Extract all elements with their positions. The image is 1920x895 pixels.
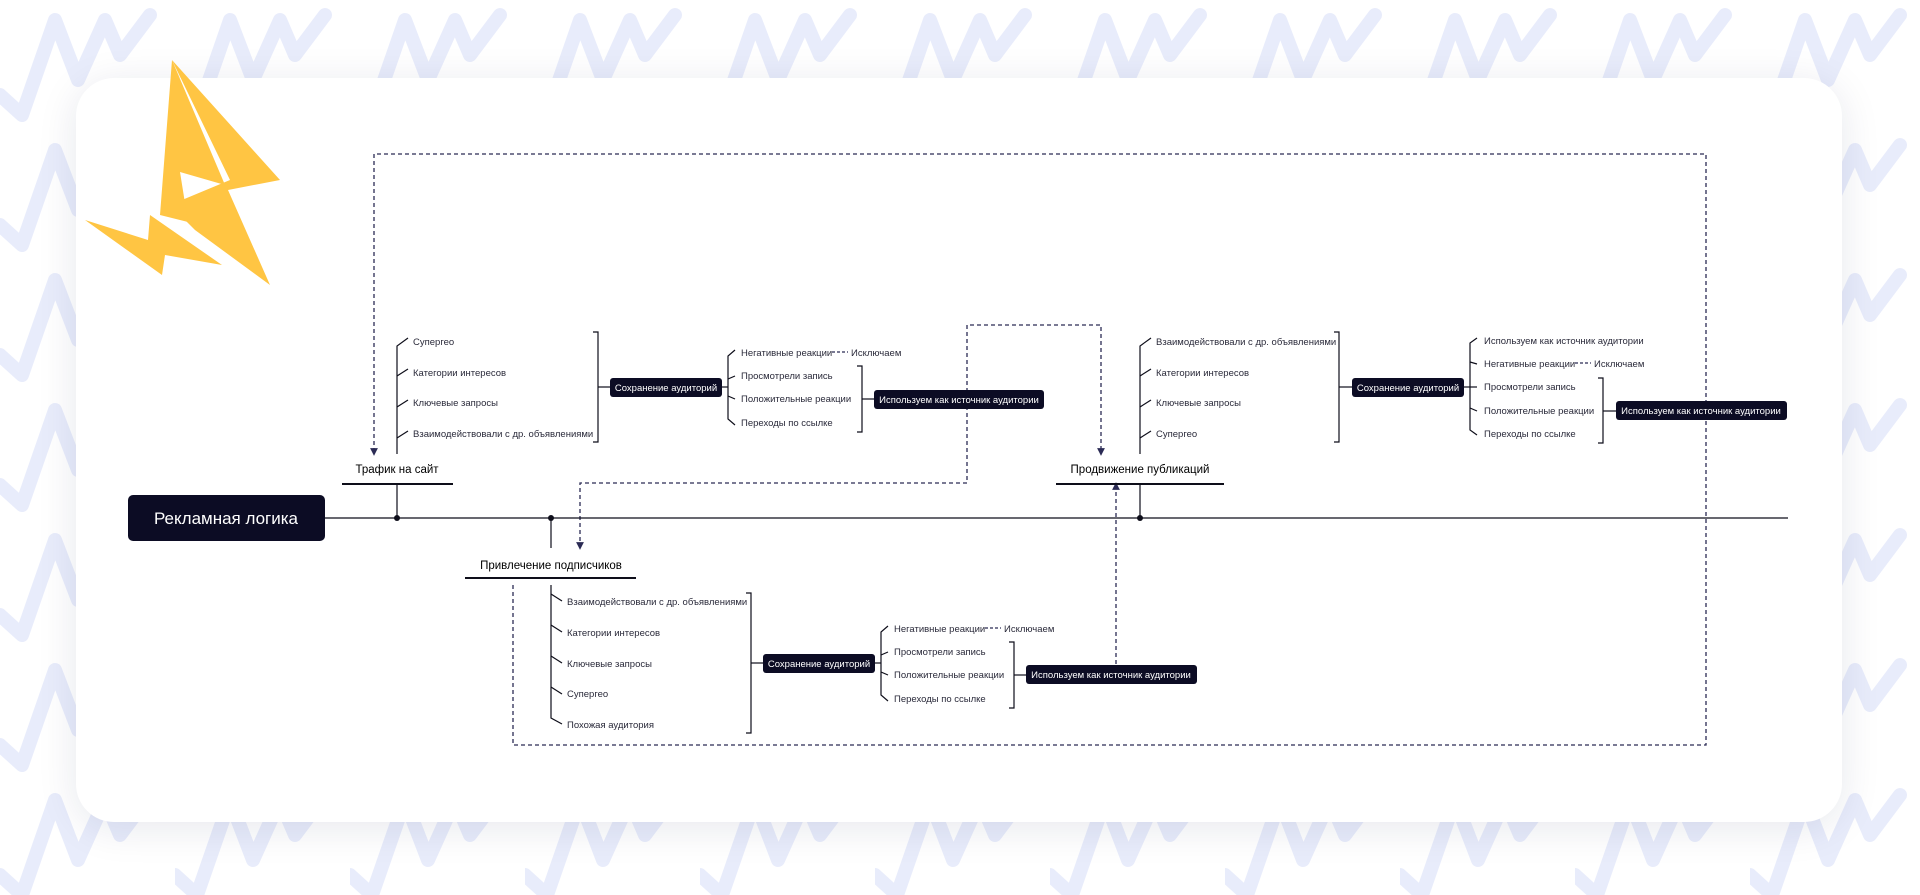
traffic-save-label: Сохранение аудиторий [615, 383, 717, 394]
branch-subscribers: Привлечение подписчиков Взаимодействовал… [465, 518, 1197, 734]
subscribers-save-label: Сохранение аудиторий [768, 659, 870, 670]
promotion-save-node[interactable] [1352, 378, 1464, 397]
traffic-item: Ключевые запросы [413, 398, 498, 409]
promotion-source-label: Используем как источник аудитории [1621, 406, 1781, 417]
promotion-source-node[interactable] [1616, 401, 1787, 420]
promotion-reaction: Переходы по ссылке [1484, 429, 1576, 440]
traffic-item: Супергео [413, 337, 454, 348]
subscribers-source-node[interactable] [1026, 665, 1197, 684]
promotion-reaction: Используем как источник аудитории [1484, 336, 1644, 347]
traffic-reaction: Положительные реакции [741, 394, 851, 405]
traffic-source-node[interactable] [874, 390, 1044, 409]
traffic-reaction: Переходы по ссылке [741, 418, 833, 429]
subscribers-item: Взаимодействовали с др. объявлениями [567, 597, 747, 608]
traffic-title[interactable]: Трафик на сайт [355, 464, 439, 476]
root-label: Рекламная логика [154, 509, 299, 528]
traffic-reaction: Просмотрели запись [741, 371, 833, 382]
traffic-reaction: Негативные реакции [741, 348, 832, 359]
traffic-item: Взаимодействовали с др. объявлениями [413, 429, 593, 440]
promotion-reaction: Негативные реакции [1484, 359, 1575, 370]
subscribers-reaction: Положительные реакции [894, 670, 1004, 681]
traffic-source-label: Используем как источник аудитории [879, 395, 1039, 406]
subscribers-reaction: Просмотрели запись [894, 647, 986, 658]
promotion-reaction: Положительные реакции [1484, 406, 1594, 417]
subscribers-item: Категории интересов [567, 628, 660, 639]
subscribers-exclude: Исключаем [1004, 624, 1054, 635]
subscribers-item: Похожая аудитория [567, 720, 654, 731]
subscribers-title[interactable]: Привлечение подписчиков [480, 560, 622, 572]
traffic-exclude: Исключаем [851, 348, 901, 359]
promotion-item: Супергео [1156, 429, 1197, 440]
promotion-reaction: Просмотрели запись [1484, 382, 1576, 393]
subscribers-reaction: Переходы по ссылке [894, 694, 986, 705]
main-spine [325, 515, 1788, 521]
dashed-connectors [370, 153, 1707, 746]
promotion-item: Категории интересов [1156, 368, 1249, 379]
traffic-save-node[interactable] [610, 378, 722, 397]
traffic-item: Категории интересов [413, 368, 506, 379]
promotion-item: Взаимодействовали с др. объявлениями [1156, 337, 1336, 348]
promotion-exclude: Исключаем [1594, 359, 1644, 370]
root-node[interactable]: Рекламная логика [128, 495, 325, 541]
subscribers-save-node[interactable] [763, 654, 875, 673]
subscribers-source-label: Используем как источник аудитории [1031, 670, 1191, 681]
subscribers-reaction: Негативные реакции [894, 624, 985, 635]
subscribers-item: Супергео [567, 689, 608, 700]
subscribers-item: Ключевые запросы [567, 659, 652, 670]
promotion-save-label: Сохранение аудиторий [1357, 383, 1459, 394]
branch-promotion: Продвижение публикаций Взаимодействовали… [1056, 331, 1787, 518]
promotion-item: Ключевые запросы [1156, 398, 1241, 409]
branch-traffic: Трафик на сайт Супергео Категории интере… [342, 331, 1044, 518]
promotion-title[interactable]: Продвижение публикаций [1071, 464, 1210, 476]
